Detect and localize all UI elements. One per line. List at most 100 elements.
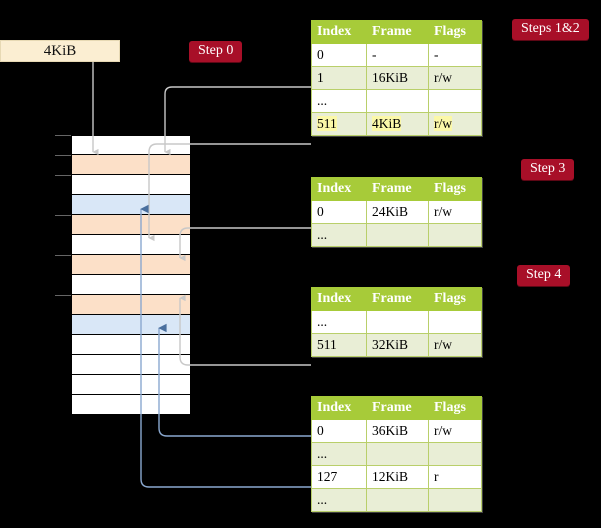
memory-row-tick: [55, 295, 71, 296]
memory-frame-row: [71, 255, 191, 275]
memory-row-tick: [55, 155, 71, 156]
memory-frame-row: [71, 235, 191, 255]
cell-flags: r/w: [428, 112, 482, 136]
table-row: ...: [311, 89, 482, 113]
badge-step-3: Step 3: [521, 159, 575, 181]
cell-flags: r/w: [428, 333, 482, 357]
column-header-index: Index: [311, 20, 367, 44]
cell-frame: [366, 442, 429, 466]
cell-index: ...: [311, 89, 367, 113]
cell-flags: r: [428, 465, 482, 489]
cell-frame: 36KiB: [366, 419, 429, 443]
cell-frame: [366, 310, 429, 334]
cell-frame: 32KiB: [366, 333, 429, 357]
column-header-index: Index: [311, 177, 367, 201]
cell-flags: -: [428, 43, 482, 67]
cell-frame: 12KiB: [366, 465, 429, 489]
wire-step3: [179, 227, 311, 262]
wire-step4: [179, 294, 311, 366]
memory-frame-row: [71, 375, 191, 395]
cell-flags: r/w: [428, 200, 482, 224]
memory-frame-row: [71, 195, 191, 215]
highlighted-value: r/w: [434, 116, 452, 131]
cell-frame: 16KiB: [366, 66, 429, 90]
column-header-flags: Flags: [428, 396, 482, 420]
column-header-frame: Frame: [366, 396, 429, 420]
column-header-flags: Flags: [428, 287, 482, 311]
table-row: ...: [311, 488, 482, 512]
cell-index: 511: [311, 112, 367, 136]
cell-index: 0: [311, 419, 367, 443]
table-row: 511 4KiB r/w: [311, 112, 482, 136]
physical-memory-column: [55, 135, 191, 415]
memory-frame-row: [71, 135, 191, 155]
cell-frame: -: [366, 43, 429, 67]
table-row: 0--: [311, 43, 482, 67]
memory-frame-row: [71, 315, 191, 335]
badge-step-3-label: Step 3: [530, 161, 566, 176]
highlighted-value: 4KiB: [372, 116, 402, 131]
cell-frame: [366, 223, 429, 247]
badge-steps-1-2-label: Steps 1&2: [521, 21, 580, 36]
cell-flags: r/w: [428, 419, 482, 443]
cell-flags: [428, 442, 482, 466]
badge-step-0-label: Step 0: [198, 43, 234, 58]
table-row: ...: [311, 310, 482, 334]
cell-frame: 24KiB: [366, 200, 429, 224]
cell-index: ...: [311, 223, 367, 247]
table-row: ...: [311, 442, 482, 466]
cell-frame: [366, 488, 429, 512]
source-frame-box: 4KiB: [0, 40, 120, 62]
memory-frame-row: [71, 335, 191, 355]
column-header-frame: Frame: [366, 177, 429, 201]
memory-row-tick: [55, 175, 71, 176]
badge-step-4: Step 4: [517, 265, 571, 287]
cell-index: 0: [311, 43, 367, 67]
memory-frame-row: [71, 175, 191, 195]
cell-index: 511: [311, 333, 367, 357]
cell-flags: [428, 89, 482, 113]
memory-row-tick: [55, 135, 71, 136]
column-header-flags: Flags: [428, 20, 482, 44]
badge-step-0: Step 0: [189, 41, 243, 63]
memory-row-tick: [55, 255, 71, 256]
badge-steps-1-2: Steps 1&2: [512, 19, 589, 41]
column-header-index: Index: [311, 396, 367, 420]
cell-frame: 4KiB: [366, 112, 429, 136]
memory-frame-row: [71, 355, 191, 375]
memory-frame-row: [71, 215, 191, 235]
cell-flags: [428, 488, 482, 512]
memory-frame-row: [71, 155, 191, 175]
source-frame-label: 4KiB: [43, 42, 77, 59]
cell-index: ...: [311, 488, 367, 512]
cell-index: ...: [311, 310, 367, 334]
column-header-flags: Flags: [428, 177, 482, 201]
memory-row-tick: [55, 215, 71, 216]
cell-index: 1: [311, 66, 367, 90]
column-header-frame: Frame: [366, 287, 429, 311]
cell-flags: [428, 223, 482, 247]
column-header-frame: Frame: [366, 20, 429, 44]
cell-flags: [428, 310, 482, 334]
memory-frame-row: [71, 295, 191, 315]
cell-index: 0: [311, 200, 367, 224]
cell-flags: r/w: [428, 66, 482, 90]
cell-frame: [366, 89, 429, 113]
badge-step-4-label: Step 4: [526, 267, 562, 282]
column-header-index: Index: [311, 287, 367, 311]
cell-index: 127: [311, 465, 367, 489]
memory-frame-row: [71, 275, 191, 295]
highlighted-value: 511: [317, 116, 337, 131]
table-row: ...: [311, 223, 482, 247]
cell-index: ...: [311, 442, 367, 466]
